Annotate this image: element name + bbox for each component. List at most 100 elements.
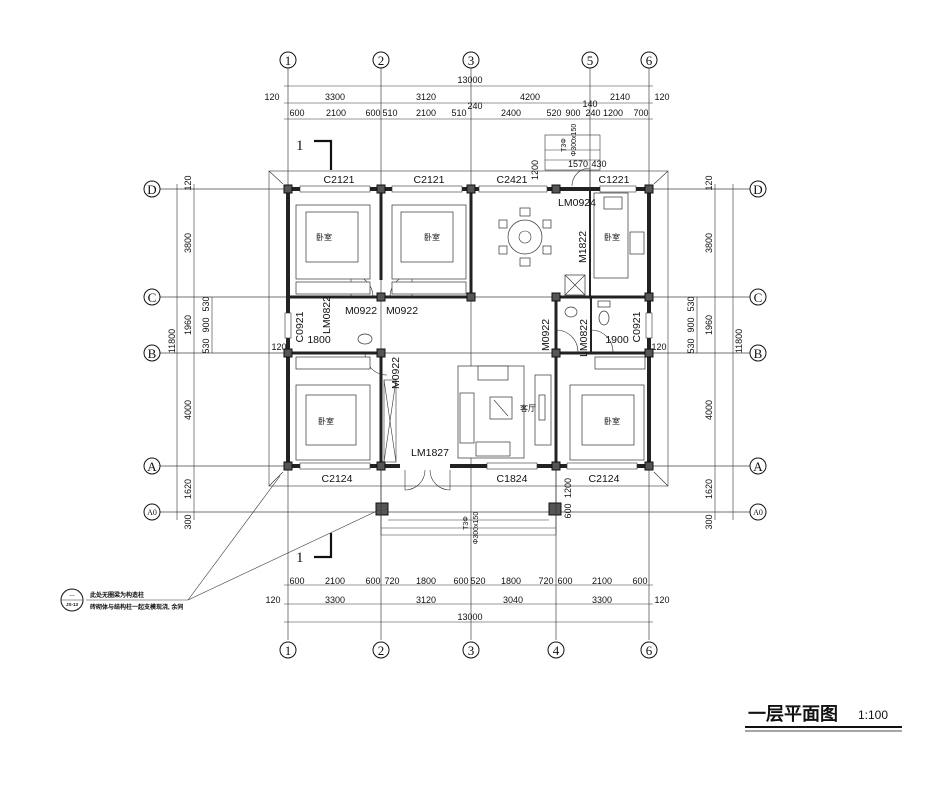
svg-text:M0922: M0922 <box>540 319 552 351</box>
svg-text:C1221: C1221 <box>599 174 630 186</box>
drawing-title: 一层平面图 1:100 <box>745 704 902 732</box>
svg-text:LM0822: LM0822 <box>578 319 590 357</box>
svg-text:LM0924: LM0924 <box>558 197 596 209</box>
svg-text:2400: 2400 <box>501 108 521 118</box>
svg-text:3120: 3120 <box>416 595 436 605</box>
svg-text:2140: 2140 <box>610 92 630 102</box>
axis-bottom-3: 3 <box>462 641 480 659</box>
svg-text:2100: 2100 <box>592 576 612 586</box>
svg-text:1: 1 <box>285 53 292 68</box>
svg-text:2: 2 <box>378 643 385 658</box>
svg-text:A0: A0 <box>147 508 157 517</box>
dining-table <box>498 207 552 267</box>
svg-text:600: 600 <box>632 576 647 586</box>
axis-bottom-2: 2 <box>372 641 390 659</box>
room-bedroom-1: 卧室 <box>316 232 332 242</box>
axis-right-A0: A0 <box>749 503 767 521</box>
svg-text:3: 3 <box>468 643 475 658</box>
svg-text:4200: 4200 <box>520 92 540 102</box>
svg-text:LM1827: LM1827 <box>411 447 449 459</box>
svg-text:Φ300x150: Φ300x150 <box>571 124 578 157</box>
bed-3 <box>295 356 371 461</box>
svg-text:120: 120 <box>654 595 669 605</box>
svg-text:C2421: C2421 <box>497 174 528 186</box>
axis-right-A: A <box>749 457 767 475</box>
svg-text:1200: 1200 <box>563 478 573 498</box>
svg-text:3040: 3040 <box>503 595 523 605</box>
svg-text:530: 530 <box>201 338 211 353</box>
porch <box>380 134 601 536</box>
svg-text:510: 510 <box>451 108 466 118</box>
svg-text:120: 120 <box>183 175 193 190</box>
svg-text:120: 120 <box>264 92 279 102</box>
svg-text:A0: A0 <box>753 508 763 517</box>
svg-text:530: 530 <box>686 338 696 353</box>
axis-top-5: 5 <box>581 51 599 69</box>
svg-text:砖砌体与结构柱一起支模现浇, 余同: 砖砌体与结构柱一起支模现浇, 余同 <box>90 603 183 611</box>
svg-text:—: — <box>70 593 75 599</box>
svg-text:6: 6 <box>646 53 653 68</box>
svg-text:300: 300 <box>183 514 193 529</box>
svg-text:520: 520 <box>470 576 485 586</box>
svg-text:13000: 13000 <box>457 75 482 85</box>
dims-bottom: 600 2100 600 720 1800 600 520 1800 720 6… <box>265 576 670 623</box>
title-main: 一层平面图 <box>748 704 838 724</box>
svg-text:3800: 3800 <box>183 233 193 253</box>
axis-top-1: 1 <box>279 51 297 69</box>
axis-right-B: B <box>749 344 767 362</box>
svg-text:2100: 2100 <box>416 108 436 118</box>
svg-text:C: C <box>754 290 763 305</box>
svg-text:C2121: C2121 <box>324 174 355 186</box>
kitchen-counter <box>564 192 645 296</box>
svg-text:720: 720 <box>538 576 553 586</box>
svg-text:1960: 1960 <box>704 315 714 335</box>
axis-bubbles: 1 2 3 5 6 1 2 3 4 6 D C B A A0 D C B A A… <box>143 51 767 659</box>
axis-top-2: 2 <box>372 51 390 69</box>
svg-text:600: 600 <box>289 576 304 586</box>
step-labels: 1570 430 1200 T3Φ Φ300x150 1200 600 T3Φ … <box>463 124 607 545</box>
room-kitchen: 卧室 <box>604 232 620 242</box>
svg-text:T3Φ: T3Φ <box>463 516 470 530</box>
svg-text:600: 600 <box>563 503 573 518</box>
svg-text:720: 720 <box>384 576 399 586</box>
svg-text:900: 900 <box>565 108 580 118</box>
axis-left-A0: A0 <box>143 503 161 521</box>
svg-text:120: 120 <box>654 92 669 102</box>
svg-text:2: 2 <box>378 53 385 68</box>
svg-text:B: B <box>148 346 157 361</box>
axis-right-C: C <box>749 288 767 306</box>
dims-left: 11800 120 3800 1960 4000 1620 300 530 90… <box>167 175 213 530</box>
svg-text:2100: 2100 <box>325 576 345 586</box>
room-bedroom-4: 卧室 <box>604 416 620 426</box>
axis-left-B: B <box>143 344 161 362</box>
svg-text:5: 5 <box>587 53 594 68</box>
svg-text:700: 700 <box>633 108 648 118</box>
windows <box>284 185 653 470</box>
note-callout: — JS-13 此处无圈梁为构造柱 砖砌体与结构柱一起支模现浇, 余同 <box>60 475 380 612</box>
svg-text:120: 120 <box>271 342 286 352</box>
svg-text:240: 240 <box>585 108 600 118</box>
svg-text:1800: 1800 <box>416 576 436 586</box>
svg-text:600: 600 <box>289 108 304 118</box>
svg-text:3300: 3300 <box>325 92 345 102</box>
bed-2 <box>391 204 467 295</box>
svg-text:3: 3 <box>468 53 475 68</box>
svg-text:510: 510 <box>382 108 397 118</box>
section-mark-bottom: 1 <box>296 533 333 566</box>
svg-text:1: 1 <box>285 643 292 658</box>
svg-text:13000: 13000 <box>457 612 482 622</box>
axis-bottom-4: 4 <box>547 641 565 659</box>
svg-text:1900: 1900 <box>605 334 629 346</box>
svg-text:M0922: M0922 <box>345 305 377 317</box>
axis-left-D: D <box>143 180 161 198</box>
svg-text:600: 600 <box>453 576 468 586</box>
title-scale: 1:100 <box>858 708 888 722</box>
room-labels: 卧室 卧室 卧室 卧室 卧室 客厅 <box>316 232 620 426</box>
svg-text:A: A <box>147 459 157 474</box>
svg-text:T3Φ: T3Φ <box>561 138 568 152</box>
axis-bottom-6: 6 <box>640 641 658 659</box>
room-bedroom-2: 卧室 <box>424 232 440 242</box>
svg-text:1200: 1200 <box>530 160 540 180</box>
svg-text:C2124: C2124 <box>322 473 353 485</box>
svg-text:A: A <box>753 459 763 474</box>
